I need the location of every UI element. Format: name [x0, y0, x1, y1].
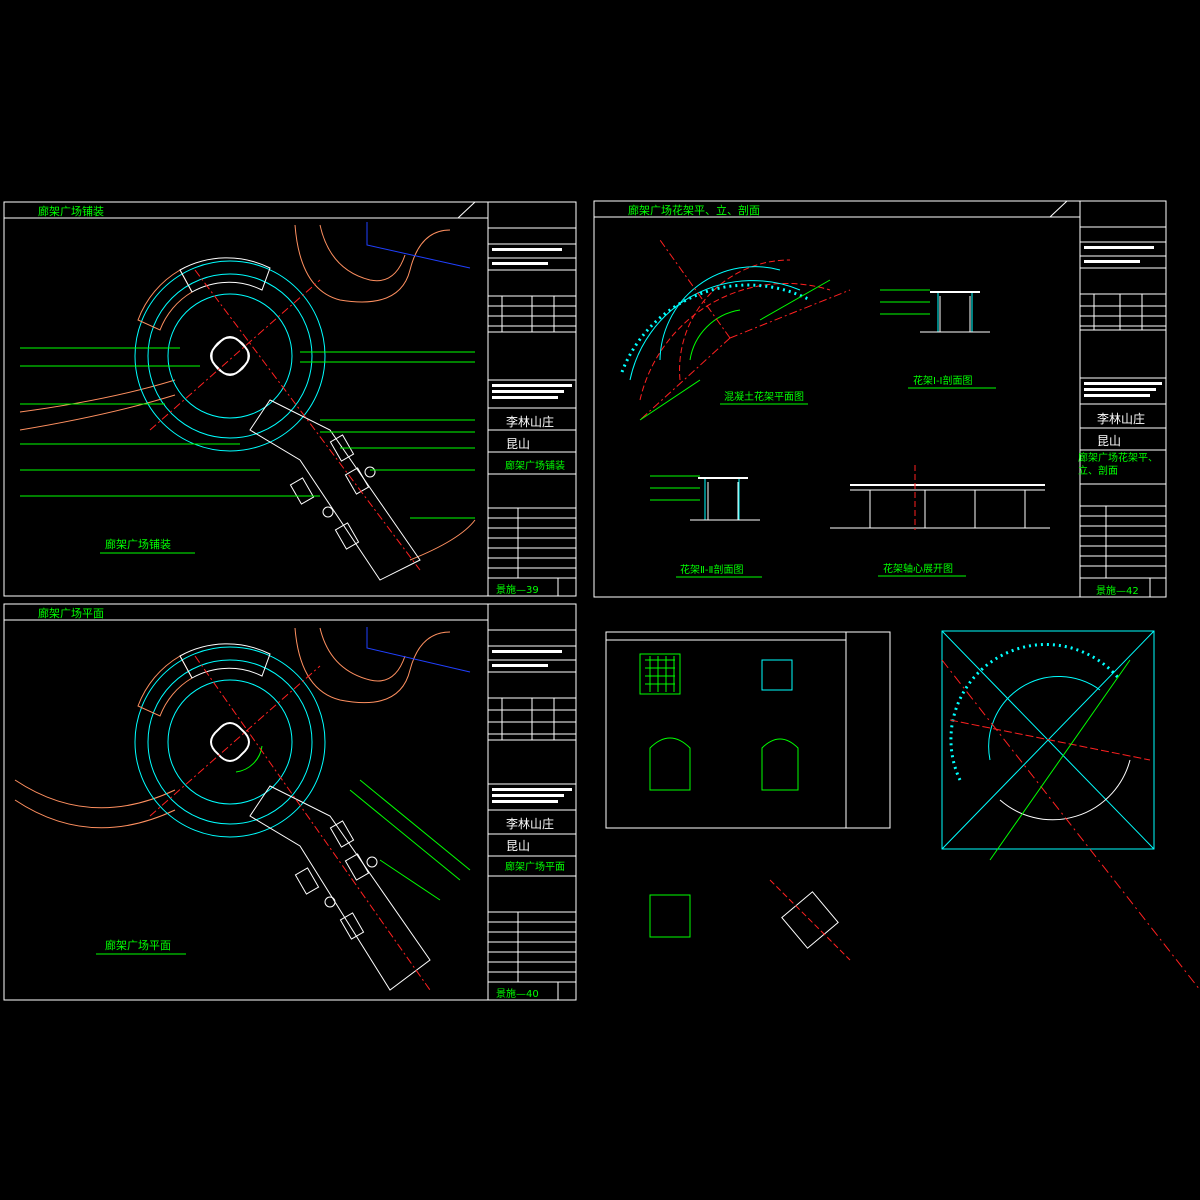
- sheet-3-pergola-plan: 混凝土花架平面图: [620, 239, 851, 421]
- sheet-3: 廊架广场花架平、立、剖面: [593, 200, 1167, 598]
- sheet-1-location: 昆山: [506, 437, 530, 451]
- sheet-1-sheet-number: 景施—39: [496, 583, 539, 596]
- sheet-3-elevation-title: 花架轴心展开图: [883, 562, 953, 575]
- sheet-2-drawing-name: 廊架广场平面: [505, 860, 565, 873]
- sheet-3-project-name: 李林山庄: [1097, 411, 1145, 426]
- sheet-3-sheet-number: 景施—42: [1096, 584, 1139, 597]
- sheet-4-detail: [605, 631, 891, 938]
- sheet-2-header: 廊架广场平面: [38, 606, 104, 620]
- sheet-3-axis-elevation: 花架轴心展开图: [830, 465, 1050, 577]
- sheet-2-drawing-title: 廊架广场平面: [105, 938, 171, 952]
- sheet-1-title-block: 李林山庄 昆山 廊架广场铺装 景施—39: [487, 202, 577, 596]
- sheet-2-border: [3, 603, 577, 1001]
- sheet-2-project-name: 李林山庄: [506, 816, 554, 831]
- sheet-1-header: 廊架广场铺装: [38, 204, 104, 218]
- sheet-2-plaza-plan: 廊架广场平面: [14, 627, 471, 991]
- sheet-3-header: 廊架广场花架平、立、剖面: [628, 203, 760, 217]
- sheet-3-section-1-title: 花架Ⅰ-Ⅰ剖面图: [913, 374, 973, 387]
- sheet-3-section-1: 花架Ⅰ-Ⅰ剖面图: [880, 289, 996, 389]
- sheet-2-location: 昆山: [506, 839, 530, 853]
- sheet-1-drawing-name: 廊架广场铺装: [505, 459, 565, 472]
- sheet-3-border: [593, 200, 1167, 598]
- sheet-2-title-block: 李林山庄 昆山 廊架广场平面 景施—40: [487, 604, 576, 1000]
- sheet-1-plaza-plan: 廊架广场铺装: [19, 222, 476, 581]
- sheet-3-section-2: 花架Ⅱ-Ⅱ剖面图: [650, 475, 762, 578]
- sheet-1-project-name: 李林山庄: [506, 414, 554, 429]
- sheet-3-location: 昆山: [1097, 434, 1121, 448]
- sheet-2-sheet-number: 景施—40: [496, 987, 539, 1000]
- sheet-2: 廊架广场平面: [3, 603, 577, 1001]
- sheet-3-plan-title: 混凝土花架平面图: [724, 390, 804, 403]
- sheet-3-section-2-title: 花架Ⅱ-Ⅱ剖面图: [680, 563, 743, 576]
- sheet-3-drawing-name: 廊架广场花架平、立、剖面: [1078, 453, 1158, 477]
- sheet-1: 廊架广场铺装: [3, 201, 577, 597]
- small-detail: [769, 879, 851, 961]
- pergola-layout-plan: [941, 630, 1200, 991]
- sheet-3-title-block: 李林山庄 昆山 廊架广场花架平、立、剖面 景施—42: [1078, 201, 1166, 597]
- sheet-1-border: [3, 201, 577, 597]
- sheet-1-drawing-title: 廊架广场铺装: [105, 537, 171, 551]
